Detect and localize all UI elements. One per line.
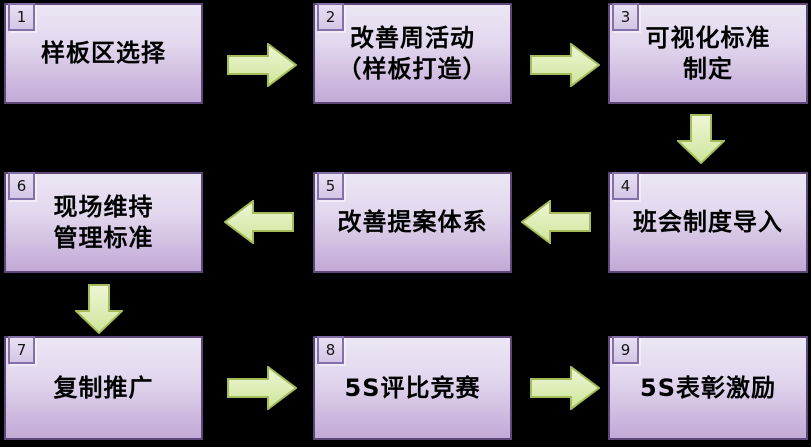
step-label-line: 5S表彰激励 [640, 373, 776, 402]
step-number-badge-5: 5 [317, 172, 344, 200]
step-label-line: 复制推广 [53, 373, 154, 402]
step-number-badge-8: 8 [317, 336, 344, 364]
step-label-1: 样板区选择 [37, 38, 170, 69]
step-box-8: 8 5S评比竞赛 [313, 336, 512, 440]
step-box-9: 9 5S表彰激励 [608, 336, 808, 440]
step-number-badge-3: 3 [612, 3, 639, 31]
step-label-line: 5S评比竞赛 [344, 373, 481, 402]
arrow-left-4-to-5 [521, 200, 591, 244]
step-box-7: 7 复制推广 [4, 336, 203, 440]
step-label-8: 5S评比竞赛 [341, 373, 485, 404]
step-number-badge-1: 1 [8, 3, 35, 31]
step-label-line: 制定 [683, 54, 733, 83]
step-box-1: 1 样板区选择 [4, 3, 203, 104]
step-label-line: 现场维持 [53, 192, 154, 221]
step-label-9: 5S表彰激励 [636, 373, 780, 404]
step-label-6: 现场维持 管理标准 [50, 192, 158, 253]
step-label-line: 改善提案体系 [337, 208, 488, 237]
step-box-4: 4 班会制度导入 [608, 172, 808, 273]
step-box-6: 6 现场维持 管理标准 [4, 172, 203, 273]
step-number-badge-6: 6 [8, 172, 35, 200]
step-number-badge-2: 2 [317, 3, 344, 31]
step-box-2: 2 改善周活动 （样板打造） [313, 3, 512, 104]
arrow-right-1-to-2 [227, 43, 297, 87]
step-label-line: 可视化标准 [645, 23, 771, 52]
arrow-right-2-to-3 [530, 43, 600, 87]
step-label-2: 改善周活动 （样板打造） [334, 23, 492, 84]
step-label-4: 班会制度导入 [629, 207, 787, 238]
step-label-7: 复制推广 [50, 373, 158, 404]
arrow-left-5-to-6 [224, 200, 294, 244]
step-label-5: 改善提案体系 [334, 207, 492, 238]
step-label-line: 班会制度导入 [633, 208, 783, 237]
step-label-line: 改善周活动 [350, 23, 475, 52]
step-label-line: （样板打造） [337, 54, 488, 83]
step-label-line: 管理标准 [53, 223, 154, 252]
step-number-badge-9: 9 [612, 336, 639, 364]
arrow-down-3-to-4 [677, 114, 725, 164]
step-box-3: 3 可视化标准 制定 [608, 3, 808, 104]
step-number-badge-7: 7 [8, 336, 35, 364]
step-label-line: 样板区选择 [41, 39, 166, 68]
arrow-down-6-to-7 [75, 284, 123, 334]
step-label-3: 可视化标准 制定 [642, 23, 775, 84]
arrow-right-7-to-8 [227, 366, 297, 410]
arrow-right-8-to-9 [530, 366, 600, 410]
step-number-badge-4: 4 [612, 172, 639, 200]
step-box-5: 5 改善提案体系 [313, 172, 512, 273]
